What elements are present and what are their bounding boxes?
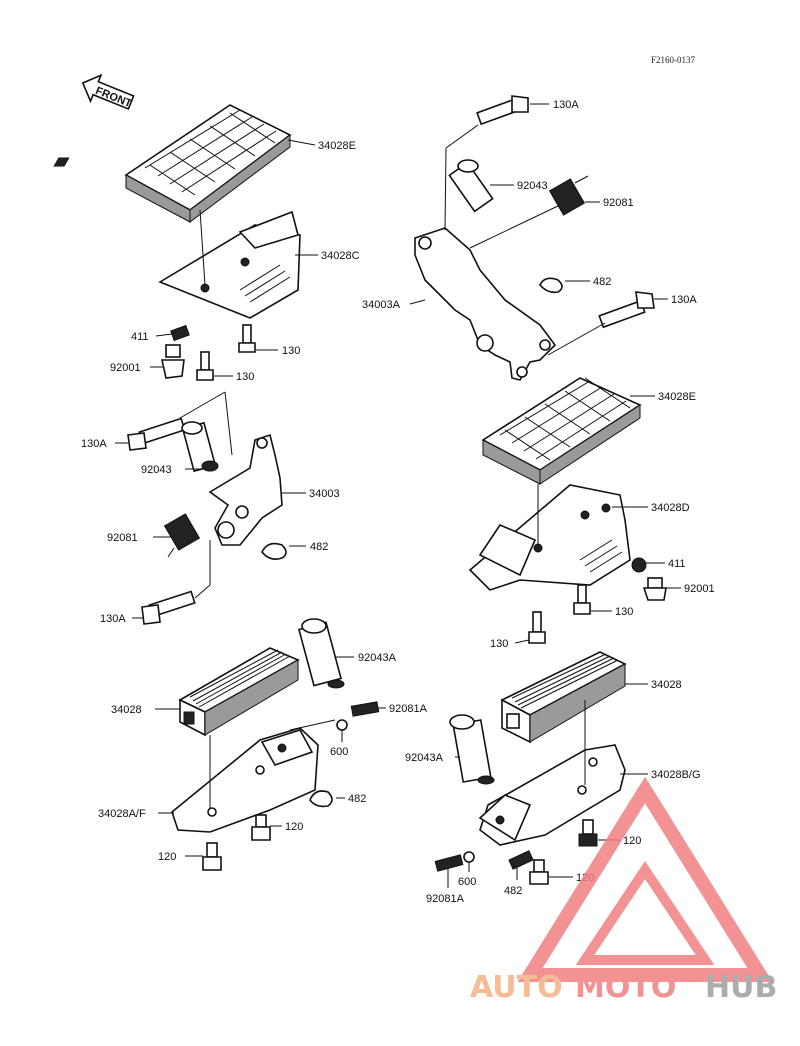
part-pin-411-right (631, 557, 647, 573)
part-clip-482-low-right (508, 850, 534, 870)
part-bolt-130A-left-low (141, 590, 196, 625)
diagram-ref-code: F2160-0137 (651, 55, 696, 65)
part-spring-92081-right (548, 175, 589, 216)
label-482-low-left: 482 (348, 793, 366, 805)
label-34028BG: 34028B/G (651, 769, 701, 781)
label-120-right-a: 120 (623, 835, 641, 847)
part-footpeg-rubber-top-left (53, 104, 292, 223)
part-bolt-120-right-b (529, 859, 549, 885)
part-footpeg-bracket-34028BG (478, 744, 626, 846)
label-130-right-a: 130 (615, 606, 633, 618)
watermark-text-hub: HUB (705, 970, 777, 1005)
watermark-text-moto: MOTO (575, 970, 676, 1005)
label-120-left-a: 120 (285, 821, 303, 833)
part-bolt-130-right-a (573, 584, 591, 615)
part-bracket-34003 (208, 433, 283, 546)
watermark-text-auto: AUTO (470, 970, 563, 1005)
part-bolt-120-left-a (251, 814, 271, 841)
part-damper-92001-left (161, 344, 185, 379)
part-footpeg-rubber-34028-right (500, 651, 627, 744)
part-bolt-120-left-b (202, 842, 222, 871)
part-spring-92081-left (163, 513, 201, 558)
part-footpeg-bracket-34028AF (171, 727, 319, 833)
part-bolt-130A-left-mid (127, 417, 186, 451)
label-92081-left: 92081 (107, 532, 138, 544)
label-130A-mid-right: 130A (671, 294, 697, 306)
watermark-logo: AUTO MOTO HUB (470, 776, 777, 1005)
part-clip-482-right (539, 277, 563, 294)
label-92081A-right: 92081A (426, 893, 465, 905)
label-34028AF: 34028A/F (98, 808, 146, 820)
label-411-right: 411 (668, 558, 686, 570)
label-600-left: 600 (330, 746, 348, 758)
label-411-left: 411 (131, 331, 149, 343)
part-pin-92043-right (448, 159, 494, 213)
part-clip-482-left (261, 542, 287, 560)
label-130-left-b: 130 (236, 371, 254, 383)
label-34028E-right: 34028E (658, 391, 696, 403)
part-footpeg-bracket-34028C (158, 210, 301, 319)
label-130-left-a: 130 (282, 345, 300, 357)
label-130A-left-low: 130A (100, 613, 126, 625)
label-92043-left: 92043 (141, 464, 172, 476)
label-92001-left: 92001 (110, 362, 141, 374)
label-482-right: 482 (593, 276, 611, 288)
part-ball-600-left (336, 719, 348, 731)
part-bolt-130A-top-right (476, 95, 529, 126)
part-bolt-130-left-b (196, 351, 214, 381)
part-pin-411-left (170, 324, 190, 342)
part-bolt-130-right-b (528, 611, 546, 644)
label-34003: 34003 (309, 488, 340, 500)
label-92081-right: 92081 (603, 197, 634, 209)
part-pin-92043A-left (297, 618, 345, 689)
front-arrow-icon: FRONT (81, 73, 135, 110)
label-34028D: 34028D (651, 502, 690, 514)
label-130A-top-right: 130A (553, 99, 579, 111)
part-damper-92001-right (642, 577, 667, 601)
label-482-left: 482 (310, 541, 328, 553)
label-34028C: 34028C (321, 250, 360, 262)
label-34003A: 34003A (362, 299, 401, 311)
label-92043A-left: 92043A (358, 652, 397, 664)
part-spring-92081A-right (434, 854, 464, 872)
label-600-right: 600 (458, 876, 476, 888)
label-92081A-left: 92081A (389, 703, 428, 715)
label-130-right-b: 130 (490, 638, 508, 650)
watermark-triangle-icon (517, 776, 773, 982)
label-34028-left: 34028 (111, 704, 142, 716)
label-482-low-right: 482 (504, 885, 522, 897)
label-92043-right: 92043 (517, 180, 548, 192)
part-bolt-130-left-a (238, 324, 256, 353)
part-pin-92043A-right (449, 714, 495, 785)
part-spring-92081A-left (350, 701, 380, 717)
part-ball-600-right (463, 851, 475, 863)
label-120-left-b: 120 (158, 851, 176, 863)
label-130A-left-mid: 130A (81, 438, 107, 450)
part-bolt-120-right-a (578, 819, 598, 847)
label-34028-right: 34028 (651, 679, 682, 691)
part-bracket-34003A (414, 227, 557, 381)
label-92001-right: 92001 (684, 583, 715, 595)
part-bolt-130A-mid-right (598, 291, 655, 329)
part-footpeg-rubber-right (481, 377, 642, 485)
part-pin-92043-left (181, 421, 219, 473)
part-clip-482-low-left (309, 790, 333, 808)
part-footpeg-rubber-34028-left (178, 647, 300, 737)
label-92043A-right: 92043A (405, 752, 444, 764)
part-footpeg-bracket-34028D (468, 484, 631, 591)
label-34028E-top: 34028E (318, 140, 356, 152)
